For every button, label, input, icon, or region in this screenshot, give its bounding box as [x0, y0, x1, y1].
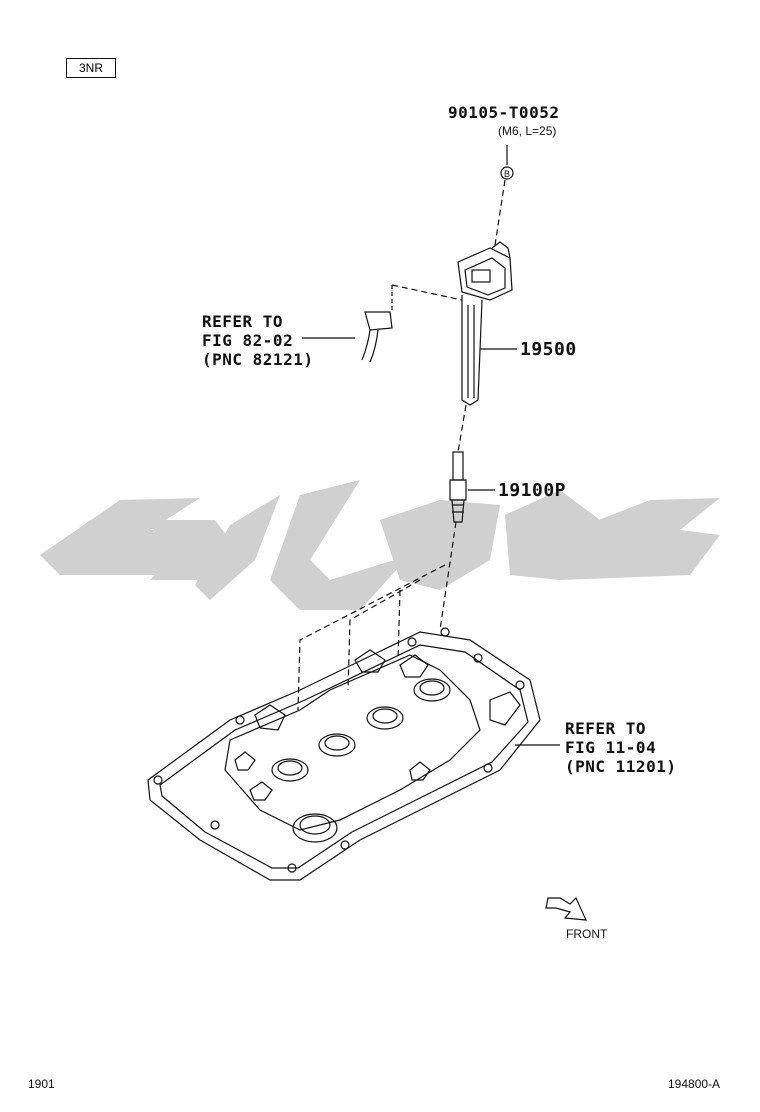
cylinder-head-cover — [147, 627, 541, 881]
footer-right: 194800-A — [668, 1077, 721, 1091]
watermark-logo — [40, 480, 720, 610]
head-cover-ref-line2: FIG 11-04 — [565, 738, 657, 757]
plug-part-number: 19100P — [498, 480, 567, 501]
bolt-spec: (M6, L=25) — [498, 124, 557, 138]
spark-plug — [449, 451, 467, 523]
ignition-coil — [457, 241, 513, 406]
bolt-dashed-line — [494, 179, 506, 246]
connector-ref-line3: (PNC 82121) — [202, 350, 314, 369]
bolt-part-number: 90105-T0052 — [448, 103, 560, 122]
connector-ref-line2: FIG 82-02 — [202, 331, 294, 350]
engine-code: 3NR — [78, 61, 103, 75]
coil-part-number: 19500 — [520, 339, 577, 360]
bolt-marker-letter: B — [504, 169, 510, 179]
footer-left: 1901 — [28, 1077, 55, 1091]
connector-ref-line1: REFER TO — [202, 312, 284, 331]
head-cover-ref-line1: REFER TO — [565, 719, 647, 738]
bolt-marker-circle — [500, 166, 514, 180]
front-arrow-icon — [545, 896, 587, 921]
connector-dashed-line — [391, 284, 463, 301]
engine-code-box: 3NR — [66, 58, 116, 78]
wire-connector — [361, 311, 393, 363]
front-label: FRONT — [566, 927, 608, 941]
head-cover-ref-line3: (PNC 11201) — [565, 757, 677, 776]
